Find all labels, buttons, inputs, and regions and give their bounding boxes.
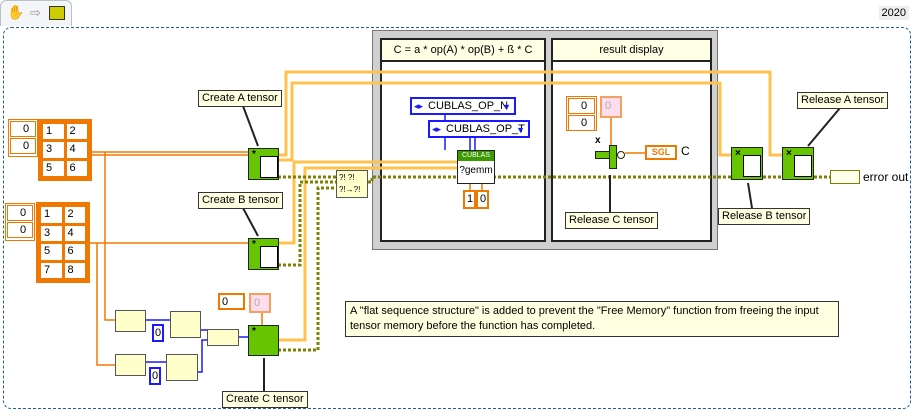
gemm-name: ?gemm: [459, 165, 493, 176]
cell[interactable]: 7: [41, 262, 62, 278]
index-array-node-b[interactable]: [166, 354, 198, 381]
build-array-node[interactable]: [207, 329, 239, 346]
cell[interactable]: 3: [41, 225, 62, 241]
tensor-icon: [260, 156, 278, 178]
frame1-title: C = a * op(A) * op(B) + ß * C: [380, 38, 546, 62]
label-create-a: Create A tensor: [198, 90, 282, 107]
close-icon: ×: [786, 148, 792, 159]
arrow-icon[interactable]: ⇨: [30, 5, 41, 20]
op-b-enum[interactable]: CUBLAS_OP_T: [428, 120, 530, 138]
beta-const[interactable]: 0: [476, 190, 489, 209]
hand-icon[interactable]: ✋: [7, 4, 25, 20]
create-c-index-const[interactable]: 0: [218, 293, 245, 310]
array-size-node-b[interactable]: [115, 354, 146, 376]
tensor-wires: [278, 70, 782, 342]
comment-box: A "flat sequence structure" is added to …: [345, 301, 839, 337]
cell[interactable]: 5: [43, 160, 64, 176]
diagram-frame: [3, 27, 911, 409]
index-a-row[interactable]: 0: [10, 121, 36, 137]
cell[interactable]: 8: [64, 262, 85, 278]
merge-errors-node[interactable]: ?! ?!?!→?!: [336, 170, 368, 198]
sgl-indicator[interactable]: SGL: [645, 145, 677, 160]
error-out-label: error out: [863, 170, 909, 184]
close-icon: x: [595, 135, 601, 146]
error-out-indicator[interactable]: [830, 170, 860, 184]
create-a-tensor-vi[interactable]: *: [248, 148, 279, 180]
label-arrows: [242, 105, 841, 392]
array-size-node-a[interactable]: [115, 310, 146, 332]
gemm-header: CUBLAS: [458, 151, 494, 161]
index-b-col[interactable]: 0: [7, 222, 33, 238]
frame2-title: result display: [551, 38, 712, 62]
alpha-const[interactable]: 1: [463, 190, 476, 209]
version-label: 2020: [878, 6, 909, 20]
create-c-value-const[interactable]: 0: [249, 293, 271, 313]
label-release-b: Release B tensor: [718, 208, 811, 225]
result-value-const[interactable]: 0: [600, 96, 622, 118]
cell[interactable]: 4: [66, 142, 87, 158]
tensor-icon: [794, 155, 812, 177]
release-a-tensor-vi[interactable]: ×: [782, 147, 814, 180]
vi-icon[interactable]: [49, 6, 65, 20]
dim-const-b[interactable]: 0: [149, 367, 161, 385]
create-icon: *: [252, 239, 256, 250]
label-create-c: Create C tensor: [222, 391, 308, 408]
result-index-col[interactable]: 0: [568, 115, 595, 131]
close-icon: ×: [735, 148, 741, 159]
tensor-icon: [743, 155, 761, 177]
cell[interactable]: 1: [41, 207, 62, 223]
index-array-node-a[interactable]: [170, 311, 201, 338]
cell[interactable]: 4: [64, 225, 85, 241]
label-release-c: Release C tensor: [565, 212, 658, 229]
cell[interactable]: 2: [66, 124, 87, 140]
cell[interactable]: 3: [43, 142, 64, 158]
create-icon: *: [252, 149, 256, 160]
toolbar-tab: ✋ ⇨: [0, 0, 72, 26]
label-create-b: Create B tensor: [198, 192, 284, 209]
cell[interactable]: 5: [41, 244, 62, 260]
result-index-row[interactable]: 0: [568, 98, 595, 114]
free-memory-node[interactable]: x: [593, 135, 625, 173]
create-c-tensor-vi[interactable]: *: [248, 325, 279, 356]
error-wires: [278, 175, 830, 352]
op-a-enum[interactable]: CUBLAS_OP_N: [410, 97, 516, 115]
index-a-col[interactable]: 0: [10, 138, 36, 154]
create-icon: *: [252, 326, 256, 337]
index-b-row[interactable]: 0: [7, 205, 33, 221]
plug-plate: [609, 145, 617, 169]
array-wires: [90, 118, 645, 366]
plug-connector: [617, 151, 625, 159]
cell[interactable]: 6: [64, 244, 85, 260]
dim-const-a[interactable]: 0: [152, 324, 164, 342]
release-b-tensor-vi[interactable]: ×: [731, 147, 763, 180]
gemm-node[interactable]: CUBLAS ?gemm: [457, 150, 495, 184]
tensor-icon: [260, 246, 278, 268]
indicator-label-c: C: [681, 144, 690, 158]
cell[interactable]: 6: [66, 160, 87, 176]
cell[interactable]: 2: [64, 207, 85, 223]
label-release-a: Release A tensor: [797, 92, 889, 109]
create-b-tensor-vi[interactable]: *: [248, 238, 279, 270]
cell[interactable]: 1: [43, 124, 64, 140]
